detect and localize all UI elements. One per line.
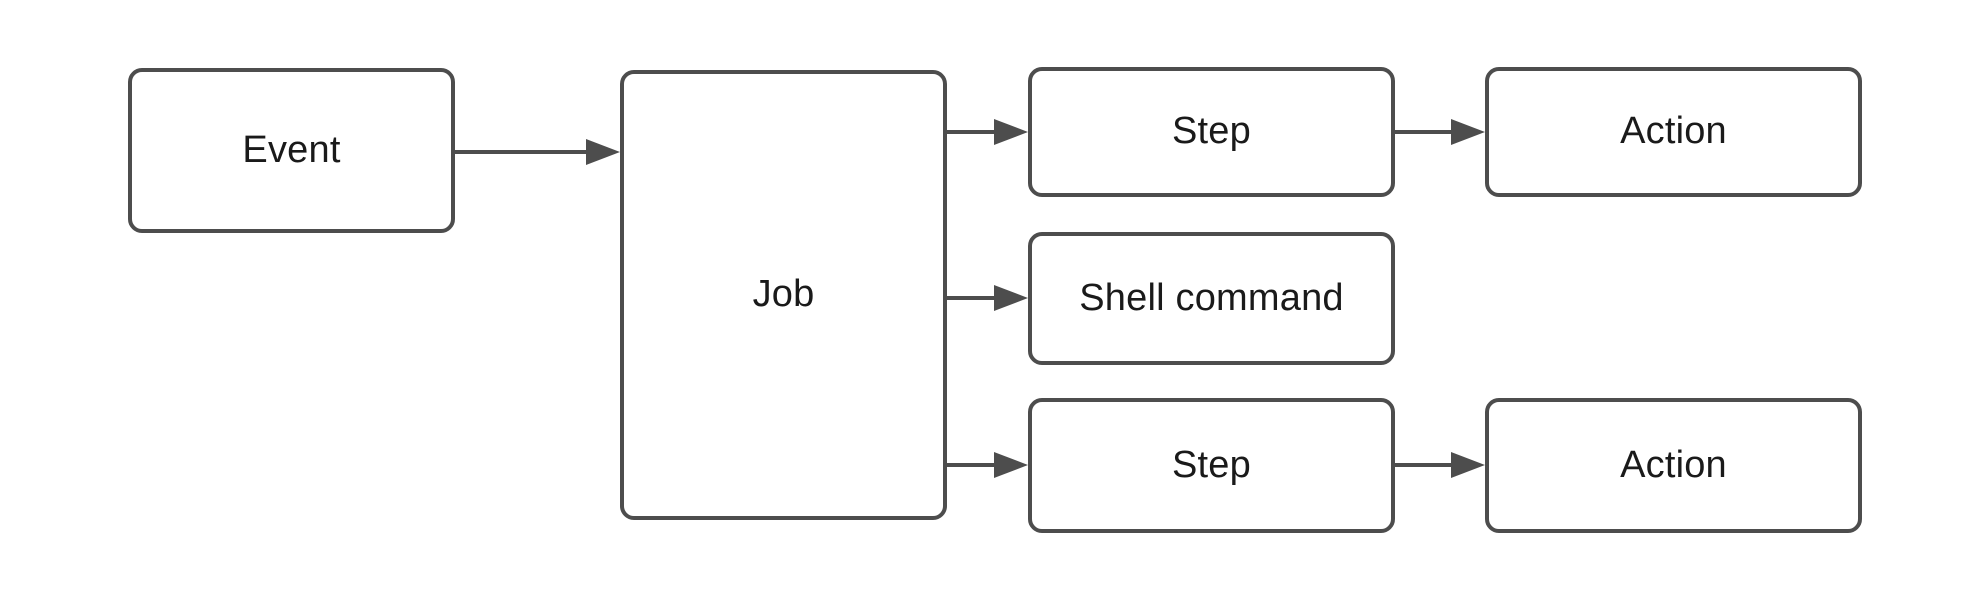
edge-arrowhead-job-to-step2: [994, 452, 1028, 478]
node-action1[interactable]: Action: [1485, 67, 1862, 197]
node-label-action2: Action: [1620, 443, 1727, 486]
edge-arrowhead-job-to-step1: [994, 119, 1028, 145]
node-step2[interactable]: Step: [1028, 398, 1395, 533]
node-label-action1: Action: [1620, 110, 1727, 153]
node-label-step2: Step: [1172, 443, 1251, 486]
edge-arrowhead-step1-to-action1: [1451, 119, 1485, 145]
edge-arrowhead-event-to-job: [586, 139, 620, 165]
edge-arrowhead-step2-to-action2: [1451, 452, 1485, 478]
node-action2[interactable]: Action: [1485, 398, 1862, 533]
node-label-event: Event: [242, 128, 341, 171]
node-event[interactable]: Event: [128, 68, 455, 233]
node-label-step1: Step: [1172, 110, 1251, 153]
node-label-job: Job: [752, 273, 815, 316]
node-shell[interactable]: Shell command: [1028, 232, 1395, 365]
node-job[interactable]: Job: [620, 70, 947, 520]
edge-arrowhead-job-to-shell: [994, 285, 1028, 311]
node-step1[interactable]: Step: [1028, 67, 1395, 197]
node-label-shell: Shell command: [1079, 276, 1344, 319]
